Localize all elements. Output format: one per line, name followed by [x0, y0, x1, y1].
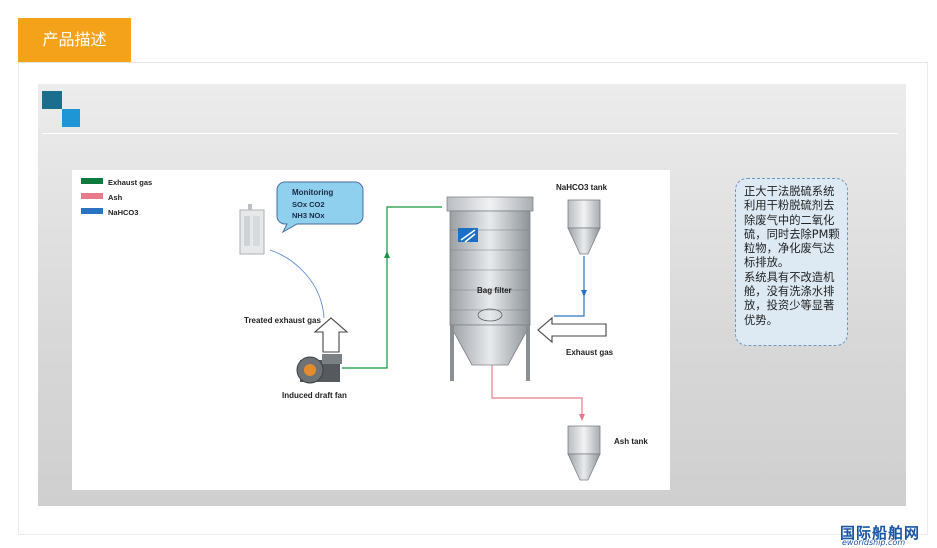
ash-tank-icon	[567, 425, 601, 481]
legend-swatch-exhaust	[81, 178, 103, 184]
panel-divider	[42, 133, 898, 134]
monitoring-cabinet-icon	[239, 204, 265, 255]
content-frame	[18, 63, 928, 535]
legend-label-ash: Ash	[108, 193, 123, 202]
treated-gas-curve	[269, 249, 325, 319]
induced-draft-fan-icon	[296, 354, 342, 384]
decor-square-dark	[42, 91, 62, 109]
monitoring-title: Monitoring	[292, 188, 333, 197]
legend: Exhaust gas Ash NaHCO3	[81, 178, 152, 217]
fan-label: Induced draft fan	[282, 391, 347, 400]
legend-swatch-nahco3	[81, 208, 103, 214]
monitoring-line1: SOx CO2	[292, 200, 325, 209]
nahco3-tank-label: NaHCO3 tank	[556, 183, 608, 192]
tab-divider	[18, 62, 928, 63]
process-diagram: Exhaust gas Ash NaHCO3 Monitoring SOx CO…	[72, 170, 670, 490]
legend-label-nahco3: NaHCO3	[108, 208, 138, 217]
exhaust-gas-line	[342, 206, 442, 369]
nahco3-feed-line	[554, 256, 585, 317]
ash-line	[491, 365, 583, 416]
bag-filter-label: Bag filter	[477, 286, 512, 295]
nahco3-tank-icon	[567, 199, 601, 255]
decor-square-light	[62, 109, 80, 127]
note-paragraph-2: 系统具有不改造机舱，没有洗涤水排放，投资少等显著优势。	[744, 270, 835, 327]
watermark-url: eworldship.com	[842, 538, 906, 547]
treated-gas-label: Treated exhaust gas	[244, 316, 321, 325]
description-note: 正大干法脱硫系统利用干粉脱硫剂去除废气中的二氧化硫，同时去除PM颗粒物，净化废气…	[735, 178, 848, 346]
watermark-logo: 国际船舶网	[840, 524, 921, 542]
ash-tank-label: Ash tank	[614, 437, 648, 446]
treated-gas-arrow	[313, 317, 349, 353]
monitoring-callout: Monitoring SOx CO2 NH3 NOx	[276, 181, 364, 234]
ash-line-arrowhead	[579, 414, 585, 421]
product-description-tab[interactable]: 产品描述	[18, 18, 131, 62]
exhaust-inlet-label: Exhaust gas	[566, 348, 614, 357]
nahco3-feed-arrowhead	[581, 290, 587, 297]
legend-swatch-ash	[81, 193, 103, 199]
note-paragraph-1: 正大干法脱硫系统利用干粉脱硫剂去除废气中的二氧化硫，同时去除PM颗粒物，净化废气…	[744, 185, 840, 270]
legend-label-exhaust: Exhaust gas	[108, 178, 152, 187]
bag-filter-icon	[446, 196, 534, 381]
monitoring-line2: NH3 NOx	[292, 211, 325, 220]
exhaust-gas-arrowhead	[384, 251, 390, 258]
exhaust-inlet-arrow	[537, 316, 607, 344]
